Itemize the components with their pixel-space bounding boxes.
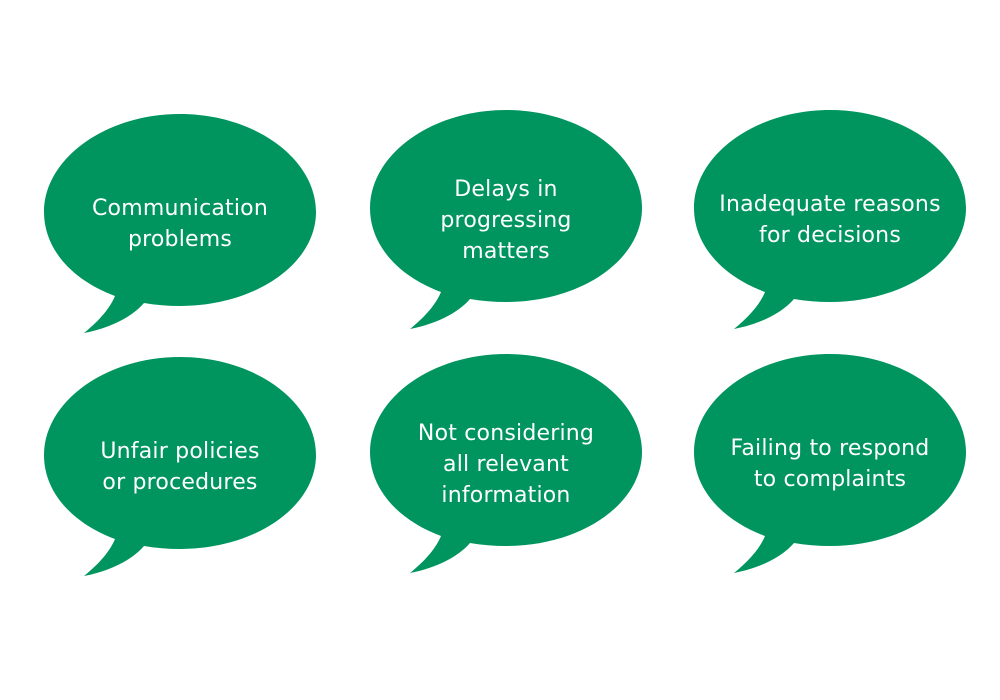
bubble-label-line: all relevant — [443, 451, 569, 477]
bubble-label-line: Unfair policies — [100, 439, 260, 464]
bubble-label: Not considering all relevant information — [406, 394, 606, 534]
speech-bubble-shape — [370, 110, 642, 329]
speech-bubble-inadequate-reasons-for-decisions: Inadequate reasons for decisions — [690, 108, 970, 348]
bubble-label-line: for decisions — [759, 223, 901, 248]
bubble-label-line: Failing to respond — [730, 436, 930, 461]
bubble-label: Unfair policies or procedures — [80, 397, 280, 537]
speech-bubble-failing-to-respond-to-complaints: Failing to respond to complaints — [690, 352, 970, 592]
speech-bubble-communication-problems: Communication problems — [40, 112, 320, 352]
bubble-label-line: problems — [127, 227, 233, 252]
bubble-label: Failing to respond to complaints — [730, 394, 930, 534]
speech-bubble-shape — [694, 110, 966, 329]
speech-bubble-not-considering-all-relevant-information: Not considering all relevant information — [366, 352, 646, 592]
speech-bubble-shape — [370, 354, 642, 573]
speech-bubble-delays-in-progressing-matters: Delays in progressing matters — [366, 108, 646, 348]
speech-bubble-shape — [694, 354, 966, 573]
bubble-label: Delays in progressing matters — [406, 150, 606, 290]
bubble-label-line: Communication — [91, 196, 268, 221]
speech-bubble-shape — [44, 114, 316, 333]
speech-bubble-unfair-policies-or-procedures: Unfair policies or procedures — [40, 355, 320, 595]
bubble-label-line: matters — [462, 238, 550, 264]
bubble-label: Inadequate reasons for decisions — [719, 150, 940, 290]
bubble-label-line: or procedures — [102, 470, 258, 495]
bubble-label-line: to complaints — [753, 467, 907, 492]
bubble-label-line: information — [441, 482, 571, 508]
bubble-label-line: progressing — [440, 207, 572, 233]
bubble-label-line: Delays in — [454, 176, 558, 202]
bubble-label: Communication problems — [80, 154, 280, 294]
bubble-label-line: Inadequate reasons — [719, 192, 941, 217]
speech-bubble-shape — [44, 357, 316, 576]
bubble-label-line: Not considering — [417, 420, 595, 446]
